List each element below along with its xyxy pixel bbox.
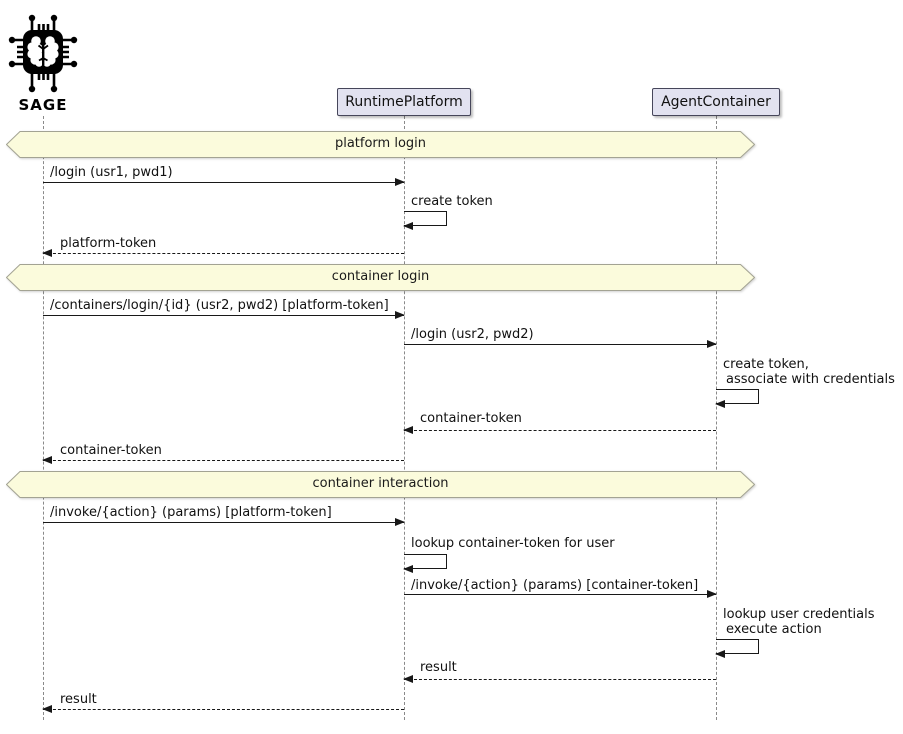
actor-sage-label: SAGE bbox=[18, 96, 68, 114]
arrowhead-left-icon bbox=[42, 249, 52, 257]
arrowhead-left-icon bbox=[42, 456, 52, 464]
return-arrow bbox=[42, 249, 404, 257]
lifeline-agentcontainer bbox=[716, 116, 717, 720]
self-message-label: lookup container-token for user bbox=[411, 536, 615, 551]
message-label: result bbox=[420, 660, 457, 675]
arrowhead-right-icon bbox=[395, 178, 405, 186]
message-label: /login (usr1, pwd1) bbox=[50, 165, 173, 180]
message-arrow bbox=[43, 311, 405, 319]
divider-platform-login: platform login bbox=[6, 131, 755, 158]
return-arrow bbox=[42, 705, 404, 713]
self-message-line1: create token, bbox=[723, 357, 809, 372]
lifeline-runtimeplatform bbox=[404, 116, 405, 720]
arrowhead-left-icon bbox=[42, 705, 52, 713]
message-arrow bbox=[404, 340, 717, 348]
message-label: container-token bbox=[60, 443, 162, 458]
self-message-arrow bbox=[715, 639, 759, 658]
brain-chip-icon bbox=[7, 12, 79, 100]
arrowhead-left-icon bbox=[715, 400, 725, 408]
message-label: platform-token bbox=[60, 236, 157, 251]
message-label: /login (usr2, pwd2) bbox=[411, 327, 534, 342]
message-arrow bbox=[43, 518, 405, 526]
message-label: /invoke/{action} (params) [platform-toke… bbox=[50, 505, 332, 520]
self-message-line2: associate with credentials bbox=[726, 372, 895, 387]
participant-runtimeplatform-label: RuntimePlatform bbox=[345, 94, 463, 110]
participant-agentcontainer-label: AgentContainer bbox=[661, 94, 771, 110]
divider-label: platform login bbox=[334, 136, 427, 151]
message-arrow bbox=[43, 178, 405, 186]
arrowhead-left-icon bbox=[715, 650, 725, 658]
divider-container-login: container login bbox=[6, 264, 755, 291]
arrowhead-left-icon bbox=[403, 426, 413, 434]
message-arrow bbox=[404, 590, 717, 598]
arrowhead-left-icon bbox=[403, 565, 413, 573]
self-message-arrow bbox=[403, 211, 447, 230]
self-message-line1: lookup user credentials bbox=[723, 607, 875, 622]
lifeline-sage bbox=[43, 116, 44, 720]
divider-container-interaction: container interaction bbox=[6, 471, 755, 498]
message-label: container-token bbox=[420, 411, 522, 426]
message-label: /containers/login/{id} (usr2, pwd2) [pla… bbox=[50, 298, 389, 313]
arrowhead-right-icon bbox=[707, 590, 717, 598]
participant-agentcontainer: AgentContainer bbox=[652, 88, 780, 116]
participant-runtimeplatform: RuntimePlatform bbox=[337, 88, 471, 116]
self-message-arrow bbox=[403, 554, 447, 573]
self-message-line2: execute action bbox=[726, 622, 822, 637]
message-label: /invoke/{action} (params) [container-tok… bbox=[411, 578, 699, 593]
return-arrow bbox=[403, 675, 716, 683]
arrowhead-right-icon bbox=[395, 518, 405, 526]
self-message-label: lookup user credentials execute action bbox=[723, 607, 875, 637]
arrowhead-left-icon bbox=[403, 222, 413, 230]
divider-label: container interaction bbox=[312, 476, 449, 491]
message-label: result bbox=[60, 692, 97, 707]
return-arrow bbox=[403, 426, 716, 434]
divider-label: container login bbox=[331, 269, 430, 284]
self-message-label: create token, associate with credentials bbox=[723, 357, 895, 387]
return-arrow bbox=[42, 456, 404, 464]
arrowhead-right-icon bbox=[707, 340, 717, 348]
arrowhead-left-icon bbox=[403, 675, 413, 683]
self-message-label: create token bbox=[411, 194, 493, 209]
self-message-arrow bbox=[715, 389, 759, 408]
arrowhead-right-icon bbox=[395, 311, 405, 319]
